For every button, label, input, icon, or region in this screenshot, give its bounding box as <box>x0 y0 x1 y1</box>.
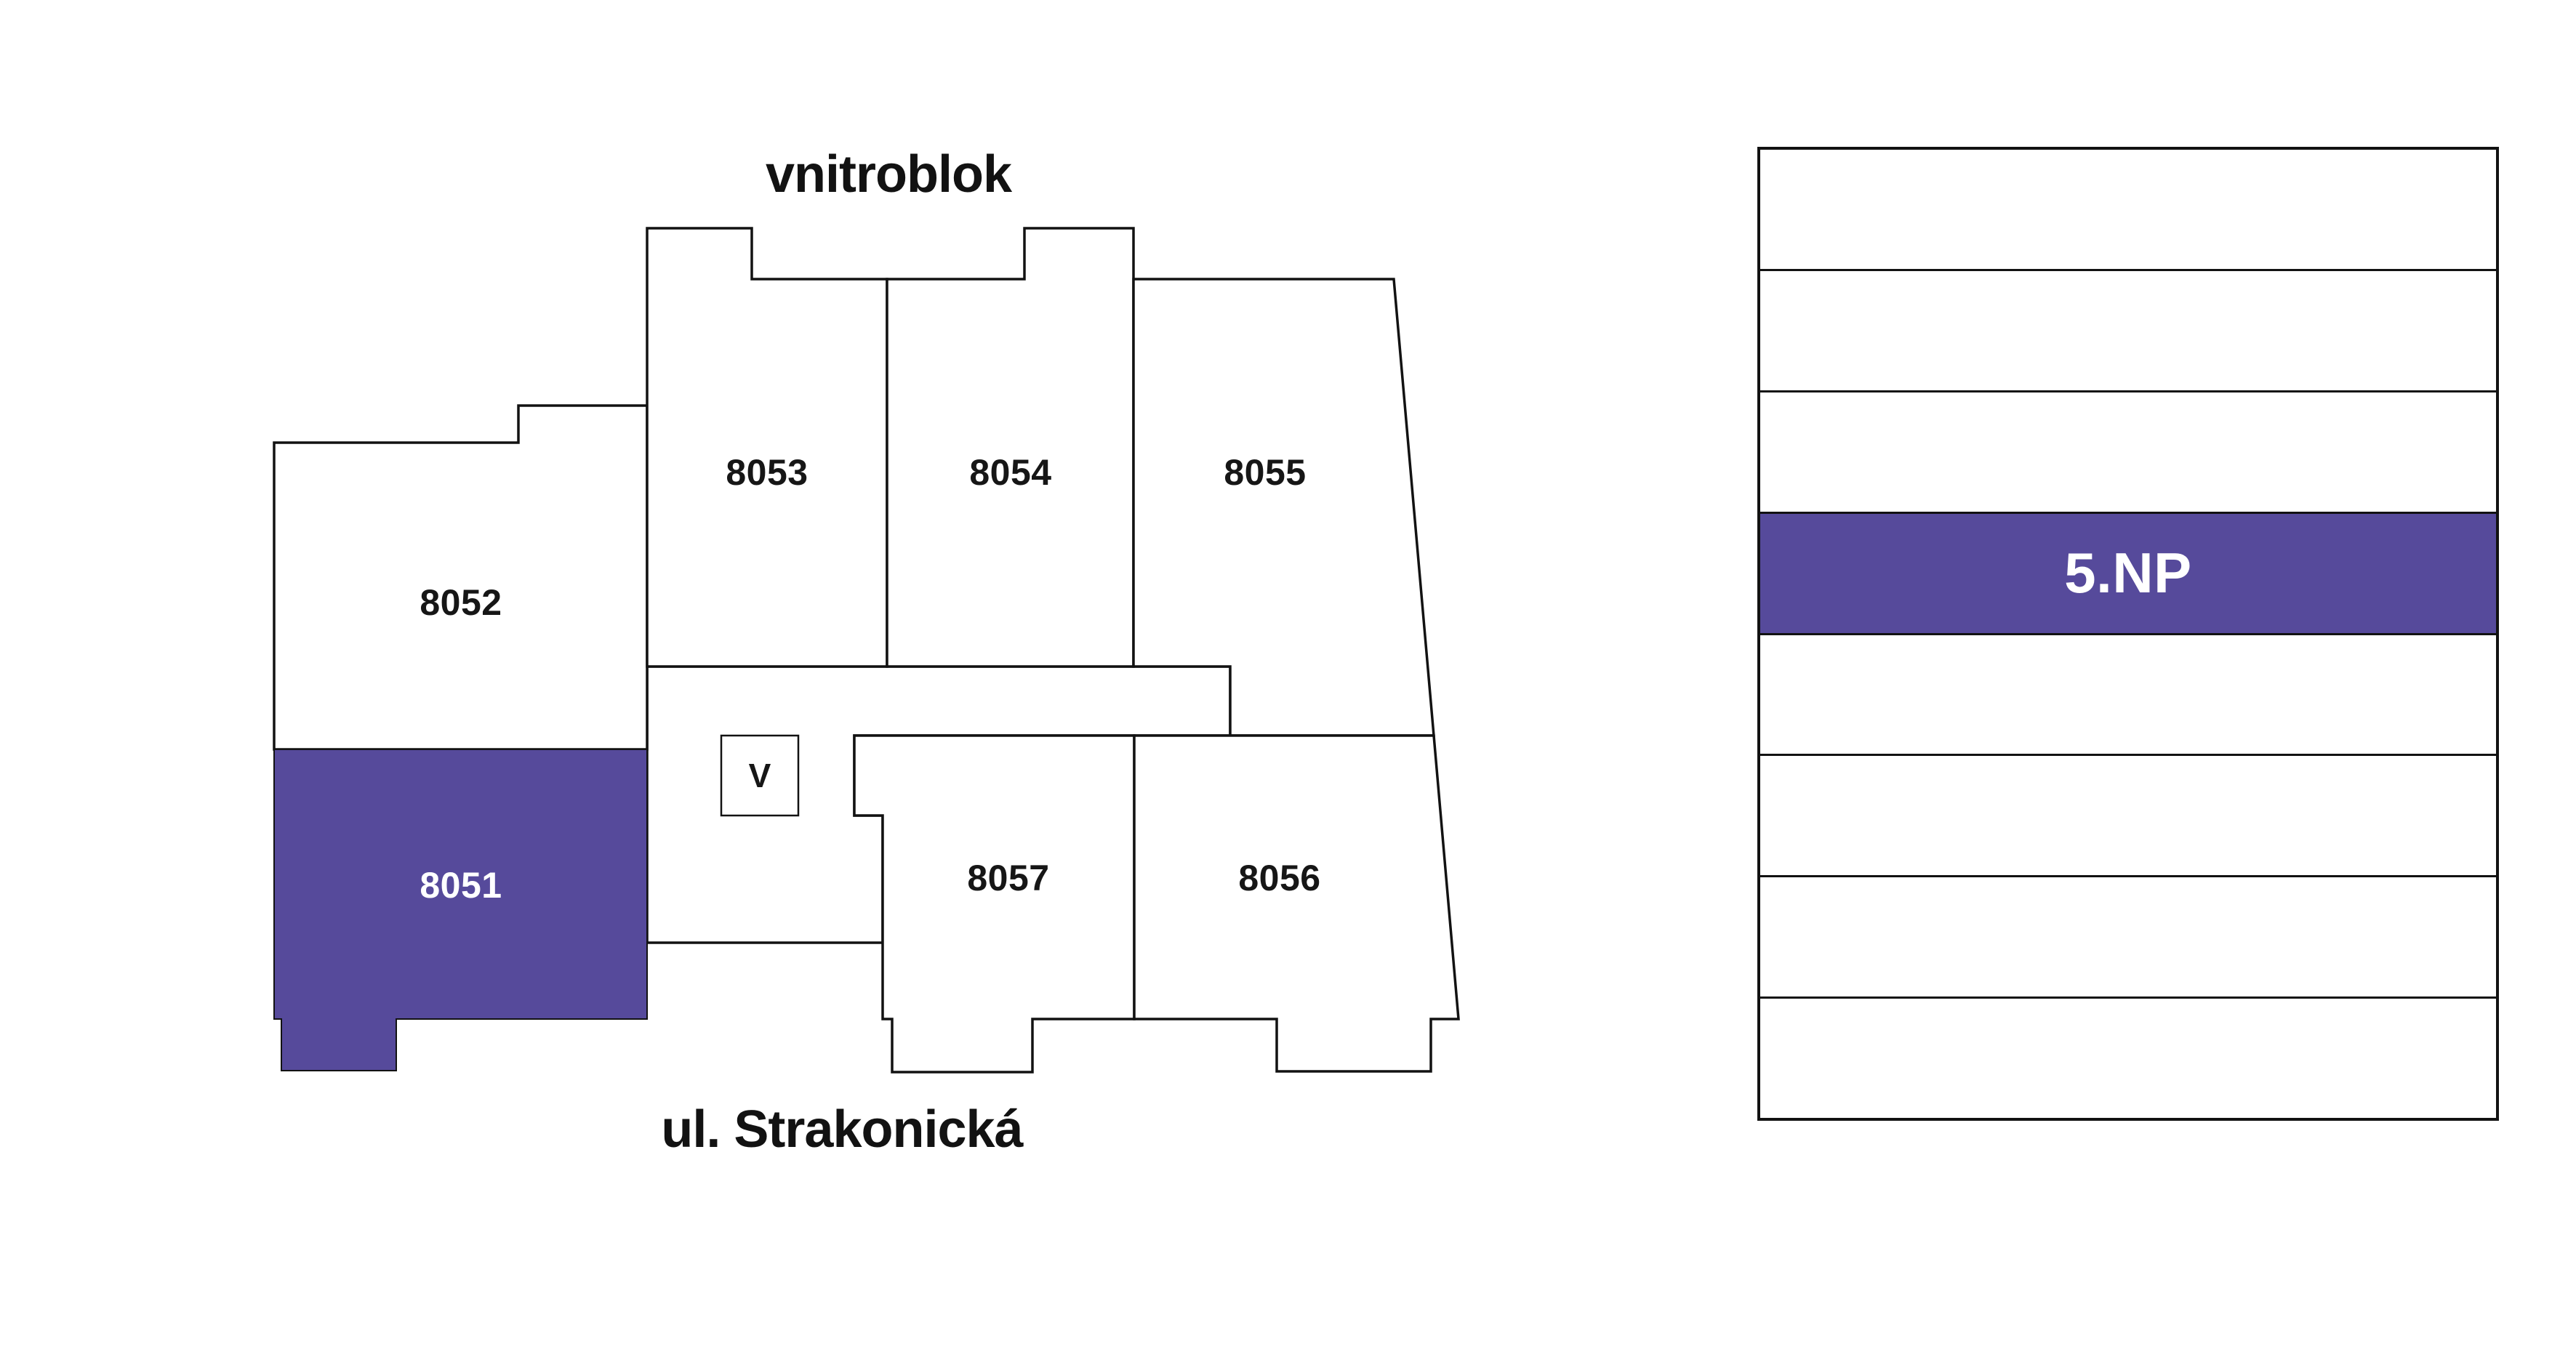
unit-8054-shape[interactable] <box>886 227 1135 668</box>
floor-row-2[interactable] <box>1760 270 2496 392</box>
floor-row-8[interactable] <box>1760 999 2496 1118</box>
unit-8056-shape[interactable] <box>1133 734 1460 1073</box>
street-strakonicka-label: ul. Strakonická <box>661 1100 1024 1159</box>
floor-row-6[interactable] <box>1760 756 2496 878</box>
floor-row-5[interactable] <box>1760 635 2496 757</box>
unit-8056[interactable]: 8056 <box>1133 734 1460 1073</box>
elevator-marker: V <box>720 734 800 817</box>
floor-row-3[interactable] <box>1760 392 2496 514</box>
unit-8054-label: 8054 <box>969 452 1051 493</box>
floor-row-7[interactable] <box>1760 877 2496 999</box>
unit-8051-shape[interactable] <box>273 749 648 1071</box>
unit-8057-label: 8057 <box>967 858 1049 898</box>
selected-floor-label: 5.NP <box>2064 541 2192 605</box>
floor-row-1[interactable] <box>1760 150 2496 271</box>
unit-8053[interactable]: 8053 <box>646 227 888 668</box>
unit-8053-shape[interactable] <box>646 227 888 668</box>
unit-8057[interactable]: 8057 <box>853 734 1136 1074</box>
elevator-label: V <box>749 757 771 794</box>
unit-8051-selected[interactable]: 8051 <box>273 749 648 1071</box>
unit-8055-label: 8055 <box>1224 452 1306 493</box>
unit-8055[interactable]: 8055 <box>1132 278 1435 737</box>
elevator-box <box>720 734 800 817</box>
unit-8057-shape[interactable] <box>853 734 1136 1074</box>
unit-8052-shape[interactable] <box>273 404 649 751</box>
unit-8052[interactable]: 8052 <box>273 404 649 751</box>
unit-8051-label: 8051 <box>420 865 502 906</box>
floor-row-4-selected[interactable]: 5.NP <box>1760 513 2496 635</box>
vnitroblok-label: vnitroblok <box>766 145 1013 204</box>
unit-8052-label: 8052 <box>420 582 502 623</box>
unit-8055-shape[interactable] <box>1132 278 1435 737</box>
unit-8054[interactable]: 8054 <box>886 227 1135 668</box>
unit-8056-label: 8056 <box>1238 858 1320 898</box>
unit-8053-label: 8053 <box>726 452 808 493</box>
floor-selector: 5.NP <box>1757 147 2499 1121</box>
